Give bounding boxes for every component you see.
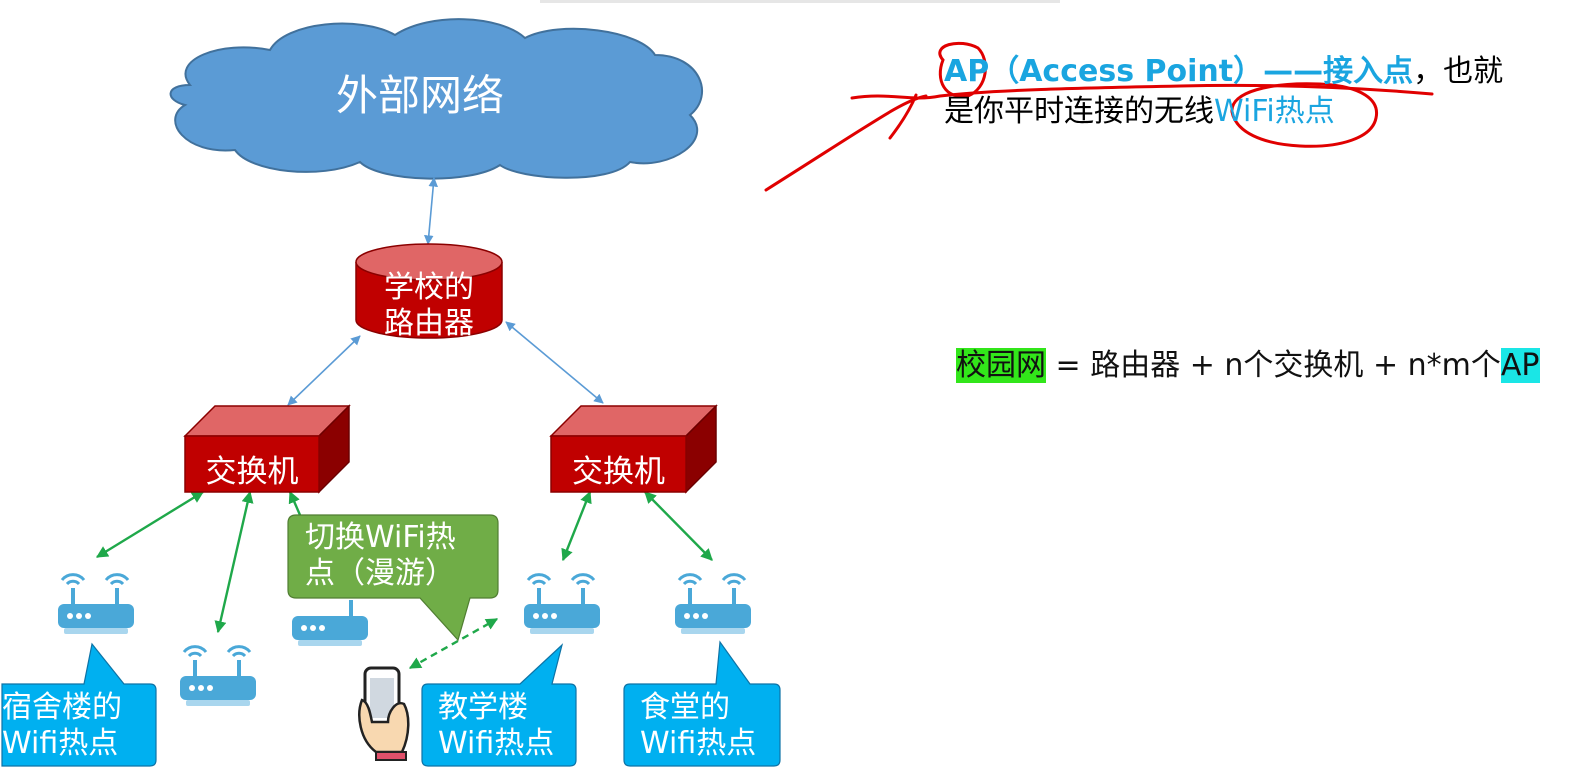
router-switch2-link [505,321,604,404]
cloud-icon [169,18,703,180]
router-label: 学校的 路由器 [356,270,502,342]
switch1-ap1-link [95,490,205,559]
formula-body: = 路由器 + n个交换机 + n*m个 [1046,348,1501,383]
dorm-callout-shape [1,642,157,767]
ap-description: AP（Access Point）——接入点，也就 是你平时连接的无线WiFi热点 [944,52,1544,132]
campus-network-formula: 校园网 = 路由器 + n个交换机 + n*m个AP [956,346,1540,386]
wifi-ap-icon [180,645,256,706]
router-switch1-link [287,335,361,406]
wifi-hotspot-term: WiFi热点 [1214,94,1335,129]
switch-icon [549,404,718,494]
switch2-ap4-link [561,490,592,562]
phone-ap-link [408,617,499,670]
wifi-ap-icon [58,573,134,634]
ap-description-line2-prefix: 是你平时连接的无线 [944,94,1214,129]
canteen-callout-line2: Wifi热点 [640,726,757,761]
wifi-ap-icon [675,573,751,634]
cloud-router-link [424,177,438,245]
top-strip [540,0,1060,3]
ap-term-full: （Access Point） [989,54,1264,89]
canteen-callout-shape [623,640,781,767]
wifi-ap-icon [292,600,368,646]
roaming-callout-line2: 点（漫游） [305,556,455,591]
roaming-callout-text: 切换WiFi热 点（漫游） [305,520,456,592]
ap-term: AP [944,54,990,89]
teaching-callout-line1: 教学楼 [438,690,528,725]
router-label-line2: 路由器 [384,306,474,341]
dorm-callout-line1: 宿舍楼的 [2,690,122,725]
cloud-label: 外部网络 [335,71,504,120]
campus-network-term: 校园网 [956,348,1046,383]
teaching-callout-text: 教学楼 Wifi热点 [438,690,554,762]
router-icon [355,243,503,339]
formula-ap-term: AP [1500,348,1540,383]
canteen-callout-line1: 食堂的 [640,690,730,725]
teaching-callout-shape [421,643,577,767]
red-annotations [764,41,1434,192]
dorm-callout-text: 宿舍楼的 Wifi热点 [2,690,122,762]
ap-term-definition: ——接入点 [1263,54,1414,89]
roaming-callout-shape [287,514,499,642]
canteen-callout-text: 食堂的 Wifi热点 [640,690,756,762]
switch1-ap3-link [288,490,302,516]
roaming-callout-line1: 切换WiFi热 [305,520,456,555]
wired-links [287,177,604,406]
switch2-ap5-link [644,491,713,561]
wifi-ap-icon [524,573,600,634]
switch-label: 交换机 [205,454,299,490]
switch-label: 交换机 [572,454,665,490]
ap-description-line2: 是你平时连接的无线WiFi热点 [944,92,1544,132]
teaching-callout-line2: Wifi热点 [438,726,555,761]
switch-icon [183,404,351,494]
ap-description-line1: AP（Access Point）——接入点，也就 [944,52,1544,92]
ap-links [95,490,713,670]
dorm-callout-line2: Wifi热点 [2,726,119,761]
phone-in-hand-icon [358,666,410,761]
ap-description-rest: ，也就 [1413,54,1504,89]
router-label-line1: 学校的 [384,270,474,305]
switch1-ap2-link [214,490,254,634]
